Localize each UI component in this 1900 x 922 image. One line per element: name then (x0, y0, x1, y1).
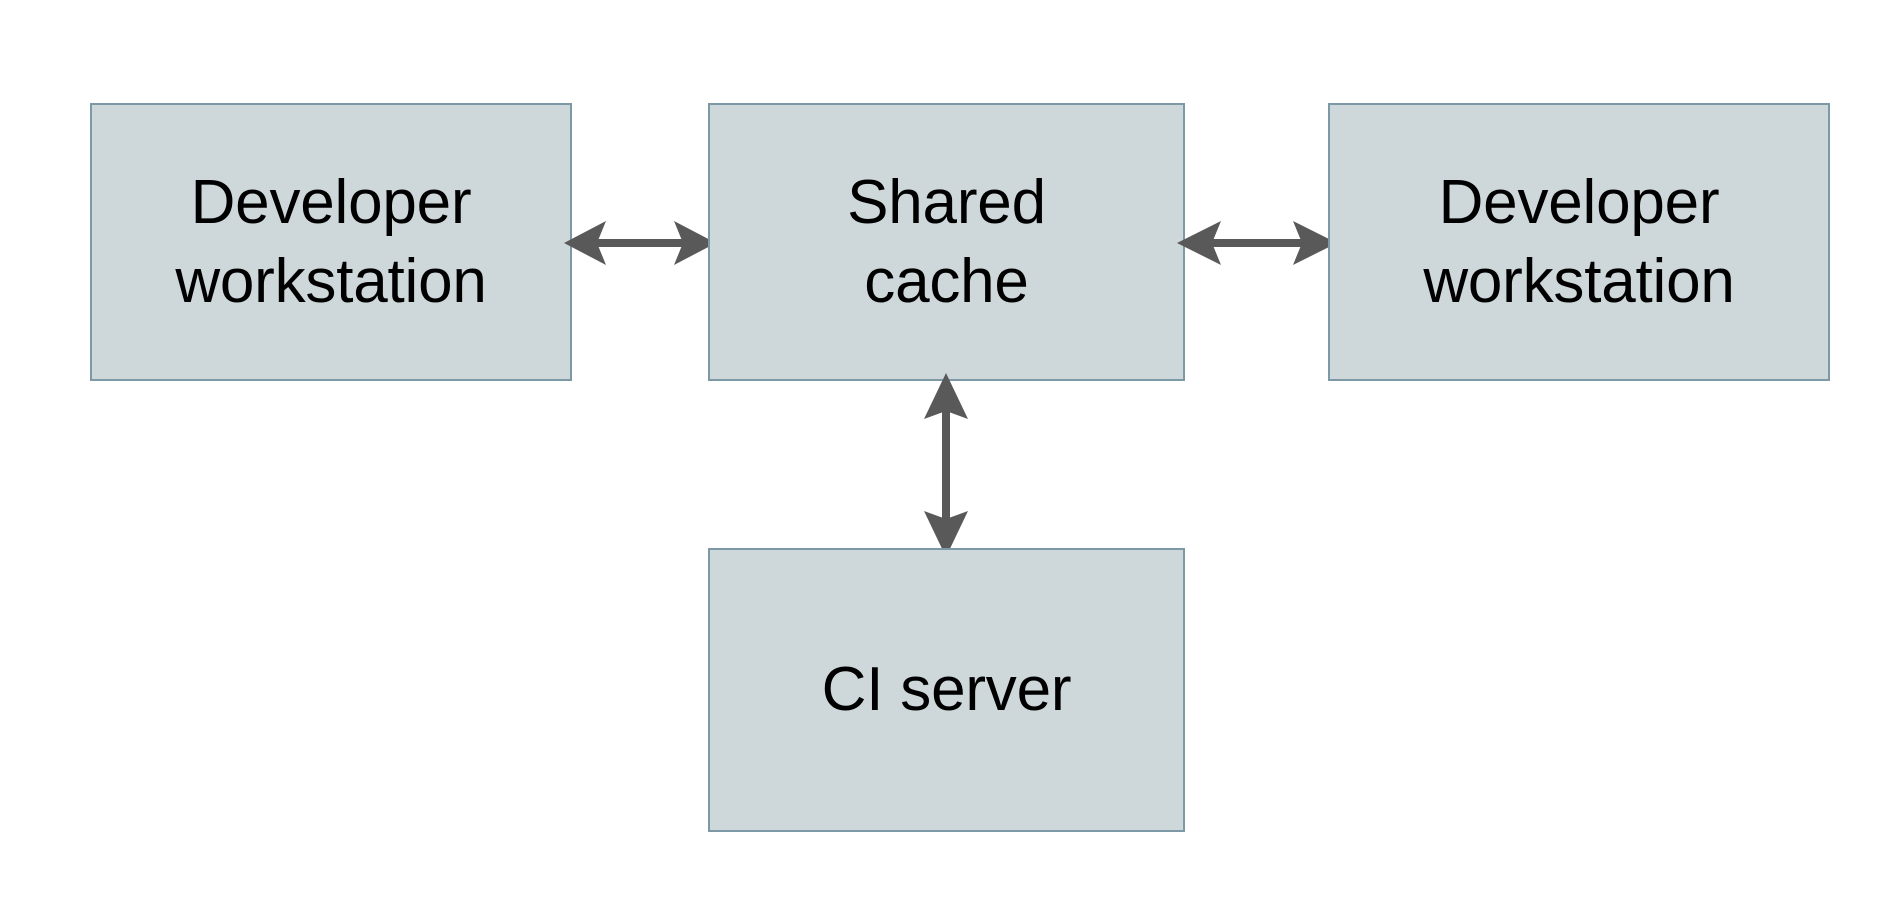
node-label: Shared cache (847, 167, 1046, 316)
node-developer-workstation-right[interactable]: Developer workstation (1328, 103, 1830, 381)
node-label: Developer workstation (1423, 167, 1735, 316)
node-label: Developer workstation (175, 167, 487, 316)
node-shared-cache[interactable]: Shared cache (708, 103, 1185, 381)
connector-shared-cache-to-ci-server (924, 373, 968, 557)
connector-developer-left-to-shared-cache (564, 221, 716, 265)
node-label: CI server (821, 655, 1072, 725)
connector-shared-cache-to-developer-right (1177, 221, 1337, 265)
node-developer-workstation-left[interactable]: Developer workstation (90, 103, 572, 381)
node-ci-server[interactable]: CI server (708, 548, 1185, 832)
